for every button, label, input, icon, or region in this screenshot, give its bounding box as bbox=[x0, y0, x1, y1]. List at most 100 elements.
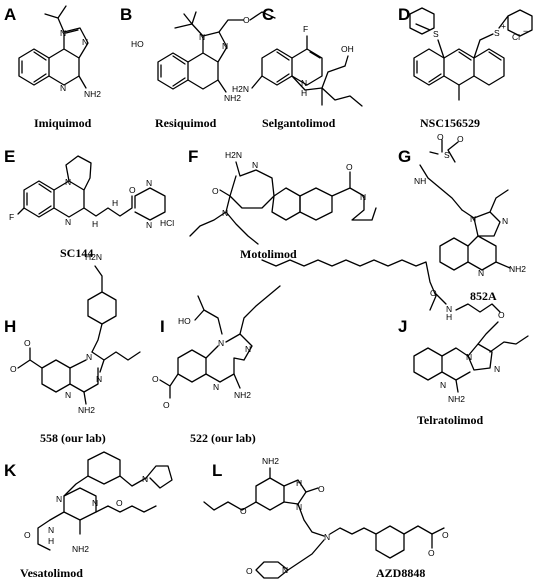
atom-o: O bbox=[116, 498, 123, 508]
atom-s: S bbox=[444, 150, 450, 160]
atom-n: N bbox=[478, 268, 484, 278]
atom-nh2: NH2 bbox=[448, 394, 465, 404]
atom-hcl: HCl bbox=[160, 218, 174, 228]
panel-label-d: D bbox=[398, 5, 410, 24]
panel-label-b: B bbox=[120, 5, 132, 24]
compound-name-motolimod: Motolimod bbox=[240, 247, 297, 261]
atom-n: N bbox=[301, 78, 307, 88]
compound-name-852a: 852A bbox=[470, 289, 497, 303]
structure-motolimod: F H2N N O N O N Motolimod bbox=[188, 147, 377, 261]
structure-558: H H2N N N NH2 O O N 558 (our lab) bbox=[4, 252, 141, 445]
atom-o: O bbox=[129, 185, 136, 195]
atom-h: H bbox=[92, 219, 98, 229]
atom-nh2: NH2 bbox=[224, 93, 241, 103]
panel-label-k: K bbox=[4, 461, 17, 480]
atom-oh: OH bbox=[341, 44, 354, 54]
atom-o: O bbox=[24, 338, 31, 348]
atom-n: N bbox=[252, 160, 258, 170]
compound-name-558: 558 (our lab) bbox=[40, 431, 106, 445]
atom-o: O bbox=[24, 530, 31, 540]
atom-n: N bbox=[65, 217, 71, 227]
atom-h: H bbox=[48, 536, 54, 546]
atom-h: H bbox=[112, 198, 118, 208]
atom-o: O bbox=[428, 548, 435, 558]
atom-nh: NH bbox=[414, 176, 426, 186]
atom-n: N bbox=[324, 532, 330, 542]
atom-f: F bbox=[303, 24, 308, 34]
panel-label-g: G bbox=[398, 147, 411, 166]
atom-n: N bbox=[360, 192, 366, 202]
atom-n: N bbox=[56, 494, 62, 504]
structure-nsc156529: D S S + Cl − NSC156529 bbox=[398, 5, 533, 130]
atom-n: N bbox=[440, 380, 446, 390]
panel-label-i: I bbox=[160, 317, 165, 336]
atom-nh2: NH2 bbox=[78, 405, 95, 415]
atom-nh2: NH2 bbox=[72, 544, 89, 554]
atom-h: H bbox=[446, 312, 452, 322]
atom-nh2: NH2 bbox=[234, 390, 251, 400]
structure-telratolimod: J O N H O N N NH2 N Telratolimod bbox=[261, 259, 529, 427]
atom-n: N bbox=[296, 502, 302, 512]
atom-cl-minus: Cl bbox=[512, 32, 520, 42]
panel-label-j: J bbox=[398, 317, 407, 336]
atom-n: N bbox=[199, 32, 205, 42]
atom-n: N bbox=[86, 352, 92, 362]
atom-f: F bbox=[9, 212, 14, 222]
atom-n: N bbox=[65, 177, 71, 187]
panel-label-l: L bbox=[212, 461, 222, 480]
atom-n: N bbox=[60, 83, 66, 93]
structure-azd8848: L NH2 H O O N N O O N O AZD8848 bbox=[203, 456, 449, 580]
atom-h2n: H2N bbox=[225, 150, 242, 160]
compound-name-resiquimod: Resiquimod bbox=[155, 116, 217, 130]
atom-o: O bbox=[152, 374, 159, 384]
panel-label-e: E bbox=[4, 147, 15, 166]
atom-n: N bbox=[245, 344, 251, 354]
atom-n: N bbox=[146, 220, 152, 230]
atom-o: O bbox=[246, 566, 253, 576]
atom-o: O bbox=[437, 132, 444, 142]
compound-name-522: 522 (our lab) bbox=[190, 431, 256, 445]
atom-n: N bbox=[282, 565, 288, 575]
compound-name-sc144: SC144 bbox=[60, 246, 93, 260]
atom-ho: HO bbox=[131, 39, 144, 49]
panel-label-c: C bbox=[262, 5, 274, 24]
atom-n: N bbox=[222, 208, 228, 218]
structure-sc144: E F N N H H O N N HCl SC144 bbox=[4, 147, 174, 260]
atom-n: N bbox=[92, 498, 98, 508]
atom-n: N bbox=[96, 374, 102, 384]
atom-h2n: H2N bbox=[232, 84, 249, 94]
charge-minus: − bbox=[523, 26, 528, 36]
atom-n: N bbox=[60, 28, 66, 38]
structure-vesatolimod: K N N N O NH2 O H N Vesatolimod bbox=[4, 451, 173, 580]
compound-name-selgantolimod: Selgantolimod bbox=[262, 116, 336, 130]
atom-h: H bbox=[296, 478, 302, 488]
atom-n: N bbox=[142, 474, 148, 484]
atom-ho: HO bbox=[178, 316, 191, 326]
atom-o: O bbox=[442, 530, 449, 540]
atom-s: S bbox=[433, 29, 439, 39]
atom-n: N bbox=[446, 304, 452, 314]
compound-name-telratolimod: Telratolimod bbox=[417, 413, 484, 427]
atom-s-plus: S bbox=[494, 28, 500, 38]
atom-o: O bbox=[457, 134, 464, 144]
atom-n: N bbox=[218, 338, 224, 348]
structure-selgantolimod: C F H2N OH H N Selgantolimod bbox=[232, 5, 363, 130]
structure-imiquimod: A N N N NH2 Imiquimod bbox=[4, 5, 101, 130]
atom-n: N bbox=[146, 178, 152, 188]
atom-nh2: NH2 bbox=[84, 89, 101, 99]
atom-n: N bbox=[82, 37, 88, 47]
atom-n: N bbox=[466, 352, 472, 362]
compound-name-imiquimod: Imiquimod bbox=[34, 116, 92, 130]
panel-label-h: H bbox=[4, 317, 16, 336]
atom-nh2: NH2 bbox=[262, 456, 279, 466]
structure-852a: G S O O NH N N NH2 N 852A bbox=[398, 132, 526, 303]
atom-o: O bbox=[10, 364, 17, 374]
atom-n: N bbox=[48, 525, 54, 535]
atom-n: N bbox=[494, 364, 500, 374]
atom-h: H bbox=[301, 88, 307, 98]
panel-label-f: F bbox=[188, 147, 198, 166]
compound-name-azd8848: AZD8848 bbox=[376, 566, 425, 580]
atom-o: O bbox=[346, 162, 353, 172]
atom-o: O bbox=[163, 400, 170, 410]
